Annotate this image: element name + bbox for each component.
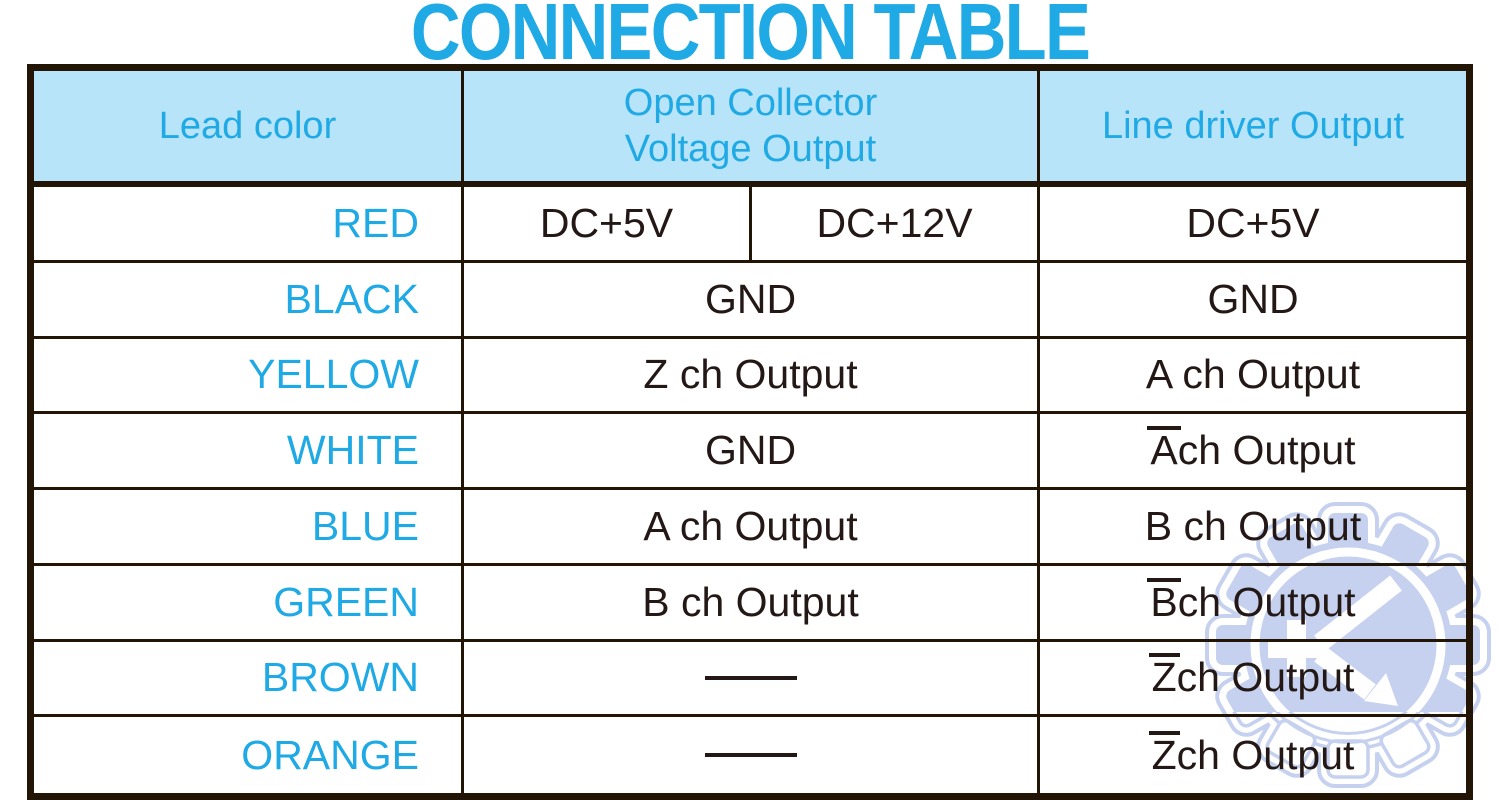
row-white-lead-cell: WHITE — [34, 414, 461, 490]
row-green-line-driver-cell: B ch Output — [1037, 565, 1466, 642]
no-connection-dash: — — [704, 675, 797, 680]
row-blue-lead-cell: BLUE — [34, 490, 461, 566]
row-red-oc-12v-cell: DC+12V — [749, 187, 1037, 260]
line-driver-text: ch Output — [1177, 427, 1356, 474]
line-driver-text: ch Output — [1176, 654, 1355, 701]
row-black-line-driver-cell: GND — [1037, 262, 1466, 339]
row-red-oc-5v-cell: DC+5V — [539, 199, 674, 246]
row-white-line-driver-cell: A ch Output — [1037, 414, 1466, 490]
gear-k-watermark-icon — [1150, 430, 1500, 800]
line-driver-text: ch Output — [1177, 578, 1356, 625]
row-orange-lead-cell: ORANGE — [241, 731, 419, 778]
header-line-driver: Line driver Output — [1037, 71, 1466, 187]
header-open-collector-line1: Open Collector — [623, 81, 878, 124]
overline-letter: Z — [1148, 653, 1180, 701]
row-yellow-open-collector-cell: Z ch Output — [461, 338, 1037, 415]
row-black-lead-cell: BLACK — [34, 263, 461, 339]
row-brown-open-collector-cell: — — [461, 641, 1037, 718]
header-open-collector-line2: Voltage Output — [624, 128, 877, 170]
row-brown-lead-cell: BROWN — [34, 642, 461, 718]
row-red-lead-cell: RED — [34, 187, 461, 263]
line-driver-text: B ch Output — [1144, 502, 1362, 549]
row-blue-open-collector-cell: A ch Output — [461, 490, 1037, 566]
row-brown-line-driver-cell: Z ch Output — [1037, 641, 1466, 718]
header-open-collector: Open Collector Voltage Output — [461, 71, 1037, 187]
row-orange-line-driver-cell: Z ch Output — [1037, 717, 1466, 793]
row-red-open-collector-cell: DC+5V DC+12V — [461, 187, 1037, 263]
row-red-line-driver-cell: DC+5V — [1037, 187, 1466, 263]
line-driver-text: GND — [1207, 275, 1299, 322]
overline-letter: Z — [1148, 730, 1180, 778]
row-green-lead-cell: GREEN — [34, 566, 461, 642]
overline-letter: A — [1147, 426, 1182, 474]
header-lead-color: Lead color — [34, 71, 461, 187]
overline-letter: B — [1147, 577, 1182, 625]
no-connection-dash: — — [704, 753, 797, 758]
line-driver-text: ch Output — [1176, 731, 1355, 778]
row-orange-open-collector-cell: — — [461, 717, 1037, 793]
page-title: CONNECTION TABLE — [410, 0, 1091, 76]
connection-table: Lead color Open Collector Voltage Output… — [27, 64, 1473, 800]
row-white-open-collector-cell: GND — [461, 414, 1037, 490]
row-blue-line-driver-cell: B ch Output — [1037, 490, 1466, 566]
line-driver-text: DC+5V — [1186, 199, 1320, 246]
line-driver-text: A ch Output — [1145, 351, 1361, 398]
row-green-open-collector-cell: B ch Output — [461, 565, 1037, 642]
row-black-open-collector-cell: GND — [461, 262, 1037, 339]
row-yellow-lead-cell: YELLOW — [34, 339, 461, 415]
row-yellow-line-driver-cell: A ch Output — [1037, 338, 1466, 415]
